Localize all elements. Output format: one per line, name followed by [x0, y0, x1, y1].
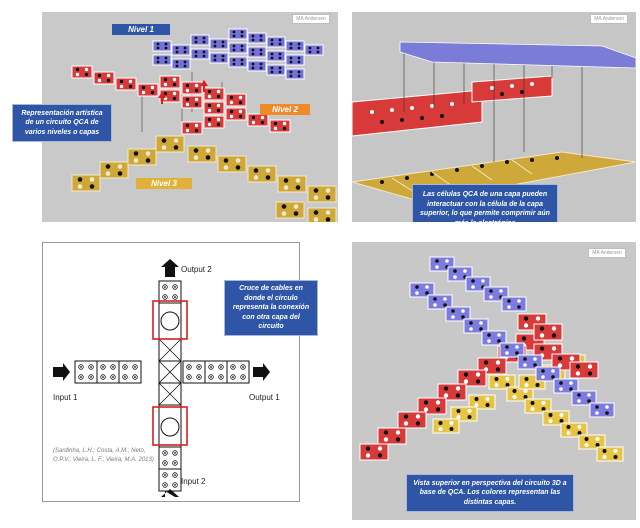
input1-label: Input 1	[53, 393, 78, 402]
multilevel-illustration	[71, 28, 337, 222]
red-layer	[352, 75, 553, 137]
level3-tag: Nivel 3	[136, 178, 192, 189]
caption-3d-perspective: Vista superior en perspectiva del circui…	[406, 474, 574, 512]
watermark: MA Andersen	[292, 14, 330, 24]
output1-arrow	[253, 363, 270, 381]
caption-layer-interaction: Las células QCA de una capa pueden inter…	[412, 184, 558, 222]
blue-layer	[399, 41, 636, 69]
output2-label: Output 2	[181, 265, 212, 274]
interaction-arrows	[158, 80, 208, 104]
yellow-layer	[71, 135, 337, 222]
caption-multilevel: Representación artística de un circuito …	[12, 104, 112, 142]
watermark: MA Andersen	[588, 248, 626, 258]
wire-crossing-schematic	[53, 259, 270, 497]
via-cell-bottom	[152, 404, 188, 448]
level2-tag: Nivel 2	[260, 104, 310, 115]
output1-label: Output 1	[249, 393, 280, 402]
caption-wire-crossing: Cruce de cables en donde el círculo repr…	[224, 280, 318, 336]
input1-arrow	[53, 363, 70, 381]
blue-layer	[152, 28, 324, 80]
signal-arrows	[53, 259, 270, 497]
input2-arrow	[161, 489, 179, 497]
level1-tag: Nivel 1	[112, 24, 170, 35]
input2-label: Input 2	[181, 477, 206, 486]
via-cell-top	[152, 300, 188, 340]
watermark: MA Andersen	[590, 14, 628, 24]
reference-citation: (Sardinha, L.H.; Costa, A.M.; Neto, O.P.…	[53, 448, 154, 463]
panel-layer-interaction: MA Andersen Las células QCA de una capa …	[352, 12, 636, 222]
output2-arrow	[161, 259, 179, 277]
panel-3d-perspective: MA Andersen Vista superior en perspectiv…	[352, 242, 636, 520]
